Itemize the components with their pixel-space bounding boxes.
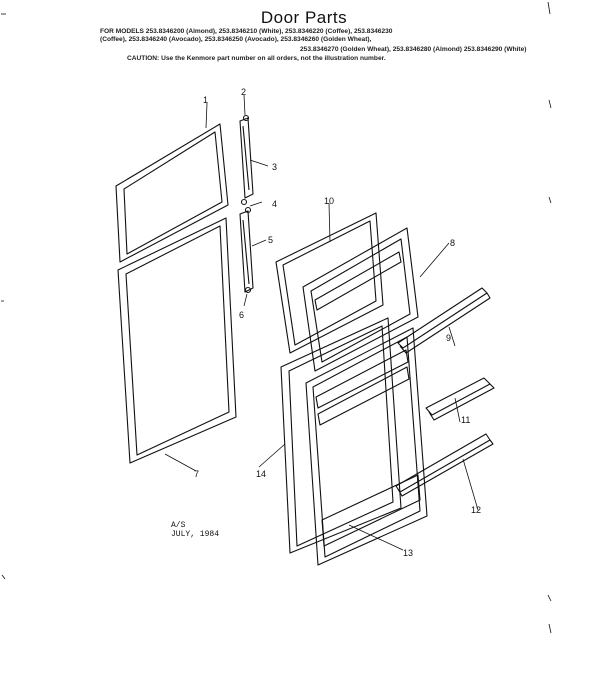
callout-2: 2 [241,87,246,97]
scan-marks [1,1,552,634]
models-line-2: (Coffee), 253.8346240 (Avocado), 253.834… [100,36,372,43]
callout-11: 11 [461,415,470,425]
revision-code: A/S [171,521,186,530]
callout-9: 9 [446,333,451,343]
callout-1: 1 [203,95,208,105]
revision-date: JULY, 1984 [171,530,220,539]
lower-handle-part-5 [239,210,254,293]
screw-part-6 [244,286,252,294]
callout-5: 5 [268,235,273,245]
models-line-1: FOR MODELS 253.8346200 (Almond), 253.834… [100,28,393,35]
callout-leaders [164,94,479,551]
callout-13: 13 [403,548,413,558]
caution-note: CAUTION: Use the Kenmore part number on … [127,55,386,62]
callout-4: 4 [272,199,277,209]
fresh-food-liner-part-13 [305,327,428,566]
lower-gasket-part-7 [117,217,237,464]
page-title: Door Parts [260,8,348,27]
models-line-3: 253.8346270 (Golden Wheat), 253.8346280 … [300,46,527,53]
shelf-bar-part-9 [397,287,491,354]
shelf-bar-part-12 [395,433,494,497]
upper-gasket-part-1 [115,123,229,263]
fresh-food-gasket-part-14 [280,317,402,554]
screw-part-2 [242,114,250,122]
freezer-liner-part-8 [302,227,419,372]
callout-8: 8 [450,238,455,248]
upper-handle-part-3 [239,117,254,199]
shelf-bar-part-11 [425,377,495,421]
callout-14: 14 [256,469,266,479]
callout-6: 6 [239,310,244,320]
callout-7: 7 [194,469,199,479]
callout-3: 3 [272,162,277,172]
screws-part-4 [240,198,252,214]
callout-10: 10 [324,196,334,206]
freezer-gasket-part-10 [275,212,384,354]
callout-12: 12 [471,505,481,515]
